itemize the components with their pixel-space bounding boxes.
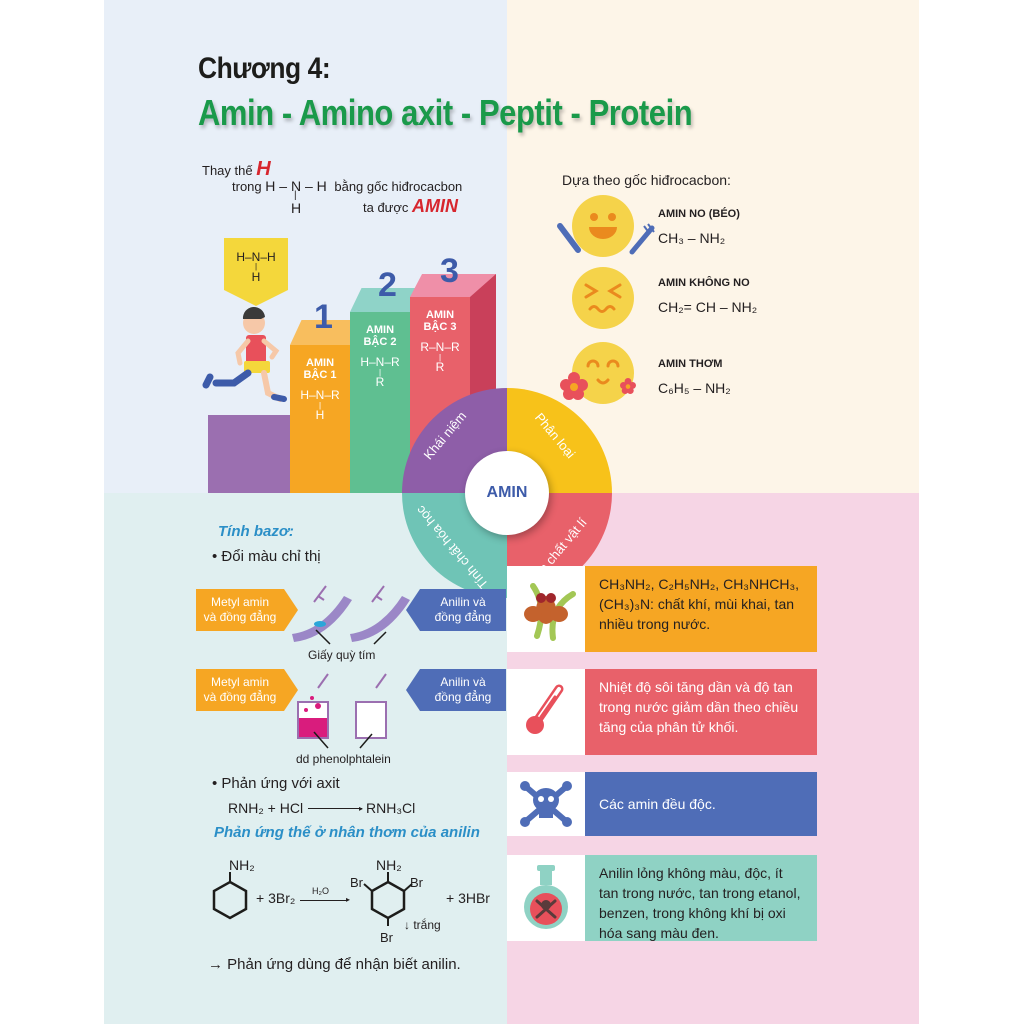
definition-line3: ta được AMIN — [363, 196, 459, 216]
stair-step-2: AMIN BẬC 2 H–N–R | R — [350, 312, 410, 493]
benzene-ring-icon — [212, 872, 248, 920]
skull-crossbones-icon — [520, 781, 572, 827]
definition-line1: Thay thế H — [202, 158, 271, 180]
formula-amin-thom: C₆H₅ – NH₂ — [658, 380, 731, 396]
phenolphthalein-caption: dd phenolphtalein — [296, 752, 391, 766]
infographic-page: Chương 4: Amin - Amino axit - Peptit - P… — [104, 0, 919, 1024]
formula-amin-khong-no: CH₂= CH – NH₂ — [658, 299, 758, 315]
acid-bullet: • Phản ứng với axit — [212, 775, 340, 792]
chapter-label: Chương 4: — [198, 52, 331, 85]
formula-amin-no: CH₃ – NH₂ — [658, 230, 726, 246]
card-boiling-point: Nhiệt độ sôi tăng dần và độ tan trong nư… — [585, 669, 817, 755]
acid-reaction-right: RNH₃Cl — [366, 800, 416, 816]
card-toxicity: Các amin đều độc. — [585, 772, 817, 836]
tag-anilin-1: Anilin và đồng đẳng — [406, 589, 506, 631]
card-icon-box-4 — [507, 855, 585, 941]
tag-anilin-2: Anilin và đồng đẳng — [406, 669, 506, 711]
classification-heading: Dựa theo gốc hiđrocacbon: — [562, 172, 731, 188]
highlight-h: H — [256, 158, 271, 180]
white-precipitate-label: ↓ trắng — [404, 918, 441, 932]
definition-line2: trong H – N – H bằng gốc hiđrocacbon — [232, 178, 463, 194]
card-aniline: Anilin lỏng không màu, độc, ít tan trong… — [585, 855, 817, 941]
substitution-heading: Phản ứng thế ở nhân thơm của anilin — [214, 824, 480, 841]
flower-small-icon — [620, 378, 636, 394]
page-title: Amin - Amino axit - Peptit - Protein — [198, 92, 693, 133]
stair-base — [208, 415, 290, 493]
beakers-icon — [297, 673, 387, 749]
acid-reaction-left: RNH₂ + HCl — [228, 800, 304, 816]
stair-number-1: 1 — [314, 298, 333, 336]
tribromoaniline-ring-icon — [363, 872, 413, 926]
litmus-paper-icon — [292, 585, 410, 645]
stair-number-3: 3 — [440, 252, 459, 290]
basicity-heading: Tính bazơ: — [218, 523, 294, 540]
highlight-amin: AMIN — [412, 196, 459, 216]
conclusion-text: → Phản ứng dùng để nhận biết anilin. — [208, 956, 461, 973]
ammonia-tag: H–N–H | H — [224, 238, 288, 306]
runner-icon — [202, 306, 287, 402]
ammonia-formula: H – N – H — [265, 178, 327, 194]
bug-plant-icon — [524, 583, 576, 641]
happy-face-with-cutlery-icon — [572, 195, 634, 257]
litmus-caption: Giấy quỳ tím — [308, 648, 376, 662]
tag-metyl-amin-1: Metyl amin và đồng đẳng — [196, 589, 298, 631]
stair-number-2: 2 — [378, 266, 397, 304]
poison-bottle-icon — [524, 865, 568, 929]
card-icon-box-3 — [507, 772, 585, 836]
card-icon-box-1 — [507, 566, 585, 652]
thermometer-icon — [526, 684, 564, 734]
cutlery-icon — [557, 223, 655, 255]
reaction-arrow — [308, 808, 362, 809]
stair-step-1: AMIN BẬC 1 H–N–R | H — [290, 345, 350, 493]
wheel-center-amin[interactable]: AMIN — [465, 451, 549, 535]
squinting-face-icon — [572, 267, 634, 329]
indicator-bullet: • Đổi màu chỉ thị — [212, 548, 321, 565]
card-icon-box-2 — [507, 669, 585, 755]
stair-step-3-top — [410, 274, 496, 297]
tag-metyl-amin-2: Metyl amin và đồng đẳng — [196, 669, 298, 711]
card-gas-amines: CH₃NH₂, C₂H₅NH₂, CH₃NHCH₃, (CH₃)₃N: chất… — [585, 566, 817, 652]
